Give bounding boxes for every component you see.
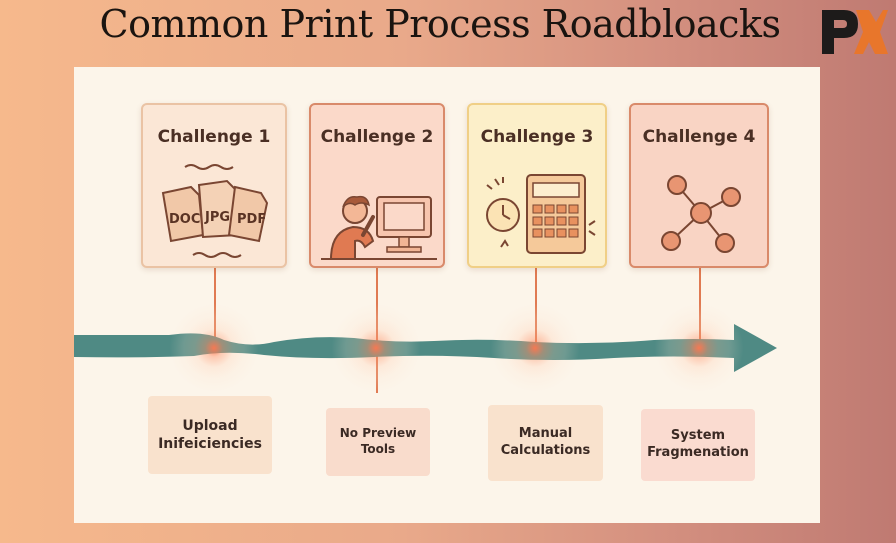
network-nodes-icon	[661, 175, 741, 253]
challenge-label-4: System Fragmenation	[641, 409, 755, 481]
frustrated-person-at-computer-icon	[321, 195, 437, 260]
challenge-card-1: Challenge 1 DOC JPG PDF	[141, 103, 287, 268]
challenge-card-3: Challenge 3	[467, 103, 607, 268]
page-title: Common Print Process Roadbloacks	[99, 2, 781, 46]
timeline-marker-2	[331, 303, 421, 393]
challenge-label-1: Upload Inifeiciencies	[148, 396, 272, 474]
challenge-title: Challenge 4	[642, 127, 756, 147]
jpg-label: JPG	[204, 210, 230, 225]
challenge-card-4: Challenge 4	[629, 103, 769, 268]
doc-label: DOC	[169, 212, 200, 227]
timeline-marker-3	[490, 303, 580, 393]
timeline-arrow	[74, 324, 777, 372]
timeline-marker-1	[169, 303, 259, 393]
challenge-title: Challenge 2	[320, 127, 434, 147]
challenge-card-2: Challenge 2	[309, 103, 445, 268]
challenge-label-3: Manual Calculations	[488, 405, 603, 481]
challenge-title: Challenge 3	[480, 127, 594, 147]
file-formats-icon: DOC JPG PDF	[161, 164, 269, 258]
timeline-marker-4	[654, 303, 744, 393]
clock-calculator-icon	[486, 174, 596, 254]
challenge-label-text: Manual Calculations	[500, 426, 591, 458]
pdf-label: PDF	[237, 212, 266, 227]
challenge-title: Challenge 1	[157, 127, 271, 147]
challenge-label-text: Upload Inifeiciencies	[158, 417, 262, 452]
challenge-label-text: System Fragmenation	[647, 428, 749, 460]
challenge-label-2: No Preview Tools	[326, 408, 430, 476]
challenge-label-text: No Preview Tools	[339, 426, 417, 456]
px-logo	[822, 10, 888, 54]
